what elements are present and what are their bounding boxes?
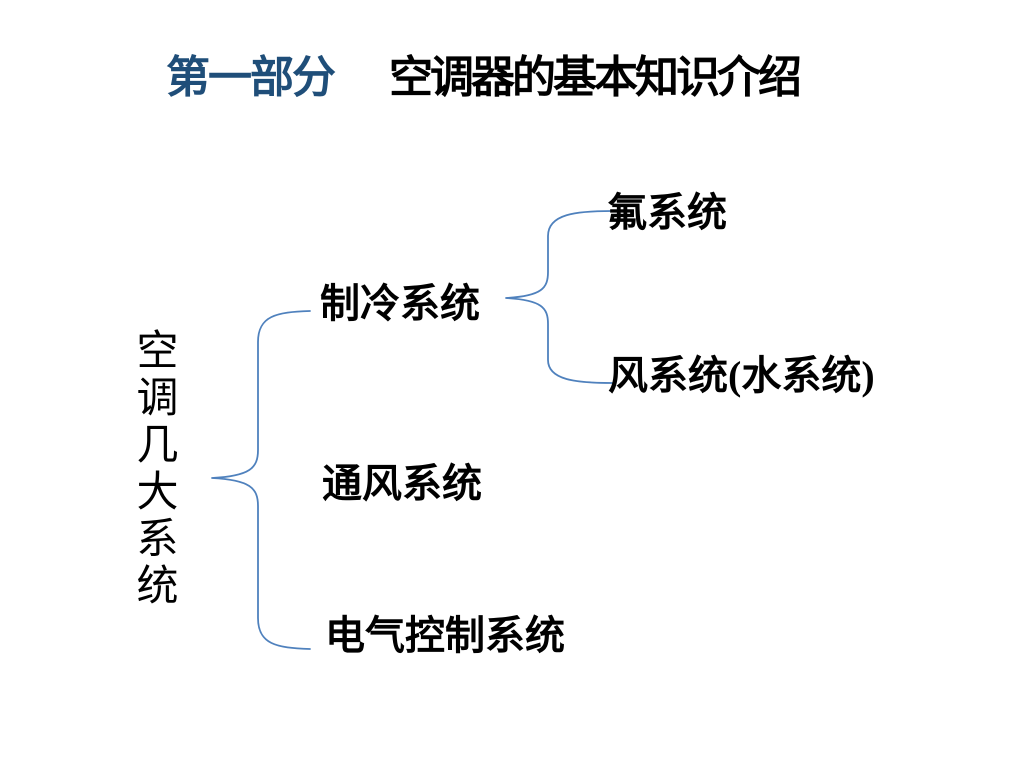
title-part-label: 第一部分 bbox=[166, 53, 336, 102]
root-node-label: 空调几大系统 bbox=[136, 329, 179, 610]
node-air-water-system: 风系统(水系统) bbox=[608, 353, 875, 398]
node-refrigeration-system: 制冷系统 bbox=[320, 281, 480, 326]
node-ventilation-system: 通风系统 bbox=[322, 461, 482, 506]
page-title: 空调器的基本知识介绍 bbox=[389, 53, 802, 102]
node-electrical-control-system: 电气控制系统 bbox=[325, 613, 565, 658]
level1-brace bbox=[211, 310, 311, 650]
node-fluorine-system: 氟系统 bbox=[607, 190, 727, 235]
level2-brace bbox=[505, 210, 613, 384]
